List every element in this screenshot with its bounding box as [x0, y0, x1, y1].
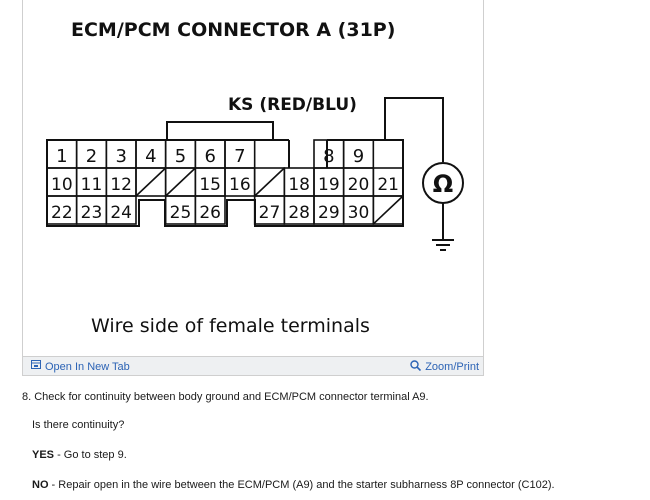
- terminal-number: 20: [348, 175, 370, 195]
- terminal-number: 6: [204, 146, 215, 167]
- terminal-number: 18: [288, 175, 310, 195]
- terminal-cell: [194, 195, 226, 225]
- zoom-print-link[interactable]: Zoom/Print: [410, 360, 479, 374]
- terminal-number: 16: [229, 175, 251, 195]
- no-answer: NO - Repair open in the wire between the…: [32, 478, 555, 492]
- diagram-title: ECM/PCM CONNECTOR A (31P): [71, 19, 395, 41]
- empty-cavity-slash: [254, 167, 285, 197]
- terminal-number: 2: [86, 146, 97, 167]
- yes-label: YES: [32, 449, 55, 461]
- terminal-number: 8: [323, 146, 334, 167]
- terminal-number: 25: [170, 203, 192, 223]
- wire-label: KS (RED/BLU): [228, 95, 357, 115]
- connector-diagram: ECM/PCM CONNECTOR A (31P) KS (RED/BLU) 1…: [46, 19, 464, 337]
- terminal-number: 5: [175, 146, 186, 167]
- empty-cavity-slash: [372, 195, 404, 225]
- terminal-number: 7: [234, 146, 245, 167]
- terminal-number: 22: [51, 203, 73, 223]
- terminal-number: 15: [199, 175, 221, 195]
- terminal-number: 30: [348, 203, 370, 223]
- empty-cavity-slash: [135, 167, 167, 197]
- terminal-number: 24: [110, 203, 132, 223]
- terminal-number: 11: [81, 175, 103, 195]
- wire-ks: [384, 97, 444, 162]
- terminal-number: 29: [318, 203, 340, 223]
- magnifier-icon: [410, 360, 422, 374]
- connector-lock-tab: [166, 121, 274, 140]
- terminal-number: 27: [259, 203, 281, 223]
- terminal-number: 3: [115, 146, 126, 167]
- empty-cavity-slash: [165, 167, 196, 197]
- terminal-number: 19: [318, 175, 340, 195]
- zoom-print-label: Zoom/Print: [425, 361, 479, 373]
- yes-answer: YES - Go to step 9.: [32, 448, 127, 462]
- ground-icon: [432, 203, 454, 251]
- ohm-symbol: Ω: [433, 170, 453, 198]
- terminal-number: 12: [110, 175, 132, 195]
- external-tab-icon: [31, 360, 41, 373]
- yes-text: - Go to step 9.: [54, 449, 127, 461]
- open-new-tab-label: Open In New Tab: [45, 360, 130, 373]
- terminal-number: 28: [288, 203, 310, 223]
- figure-toolbar: Open In New Tab Zoom/Print: [22, 356, 484, 376]
- no-text: - Repair open in the wire between the EC…: [48, 479, 555, 491]
- terminal-number: 23: [81, 203, 103, 223]
- diagram-caption: Wire side of female terminals: [91, 315, 370, 337]
- terminal-number: 21: [377, 175, 399, 195]
- terminal-number: 10: [51, 175, 73, 195]
- terminal-number: 1: [56, 146, 67, 167]
- terminal-number: 9: [353, 146, 364, 167]
- empty-cavity: [372, 195, 404, 225]
- terminal-number: 26: [199, 203, 221, 223]
- question-text: Is there continuity?: [32, 419, 125, 431]
- connector-diagram-panel: ECM/PCM CONNECTOR A (31P) KS (RED/BLU) 1…: [22, 0, 484, 375]
- connector-outline: [46, 139, 404, 227]
- terminal-cell: [105, 195, 137, 225]
- no-label: NO: [32, 479, 49, 491]
- terminal-number: 4: [145, 146, 156, 167]
- open-new-tab-link[interactable]: Open In New Tab: [31, 360, 130, 373]
- step-text: 8. Check for continuity between body gro…: [22, 391, 429, 403]
